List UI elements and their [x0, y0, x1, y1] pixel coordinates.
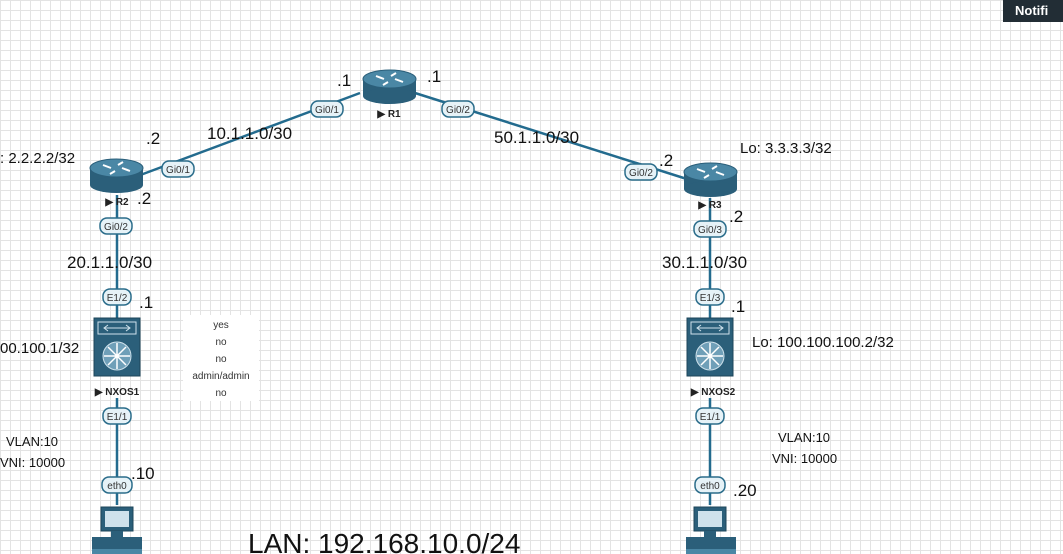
port-r1-right[interactable]: Gi0/2 [441, 100, 475, 118]
router-r1[interactable]: ▶ R1 [362, 69, 417, 120]
octet-r2-right: .2 [137, 189, 151, 208]
router-icon [683, 162, 738, 197]
loopback-r3: Lo: 3.3.3.3/32 [740, 140, 832, 157]
notifications-button[interactable]: Notifi [1003, 0, 1063, 22]
loopback-nxos1: 00.100.1/32 [0, 340, 79, 357]
vni-left: VNI: 10000 [0, 455, 65, 470]
subnet-r2-r1: 10.1.1.0/30 [207, 124, 292, 143]
links [115, 91, 712, 505]
svg-text:Gi0/1: Gi0/1 [166, 165, 190, 176]
svg-text:Gi0/1: Gi0/1 [315, 105, 339, 116]
note-line: no [215, 354, 227, 365]
svg-text:E1/1: E1/1 [107, 412, 128, 423]
pc-1[interactable] [92, 506, 142, 554]
vlan-right: VLAN:10 [778, 430, 830, 445]
octet-r3-down: .2 [729, 207, 743, 226]
octet-r3-left: .2 [659, 151, 673, 170]
svg-text:Gi0/2: Gi0/2 [629, 168, 653, 179]
router-r2-name: ▶ R2 [104, 197, 129, 208]
switch-nxos1-name: ▶ NXOS1 [94, 387, 140, 398]
computer-icon [92, 506, 142, 554]
subnet-r3-nxos2: 30.1.1.0/30 [662, 253, 747, 272]
pc-2[interactable] [686, 506, 736, 554]
switch-nxos2-name: ▶ NXOS2 [690, 387, 736, 398]
octet-pc1: .10 [131, 464, 155, 483]
loopback-r2: : 2.2.2.2/32 [0, 150, 75, 167]
octet-r2-top: .2 [146, 129, 160, 148]
port-pc2-up[interactable]: eth0 [694, 476, 726, 494]
svg-text:E1/2: E1/2 [107, 293, 128, 304]
lan-label: LAN: 192.168.10.0/24 [248, 528, 520, 554]
port-r2-down[interactable]: Gi0/2 [99, 217, 133, 235]
router-r3-name: ▶ R3 [697, 200, 722, 211]
port-nxos2-down[interactable]: E1/1 [695, 407, 725, 425]
octet-nxos2-up: .1 [731, 297, 745, 316]
svg-text:Gi0/2: Gi0/2 [446, 105, 470, 116]
note-line: no [215, 388, 227, 399]
svg-text:E1/1: E1/1 [700, 412, 721, 423]
vlan-left: VLAN:10 [6, 434, 58, 449]
switch-nxos2[interactable]: ▶ NXOS2 [686, 317, 736, 398]
port-nxos1-up[interactable]: E1/2 [102, 288, 132, 306]
router-icon [362, 69, 417, 104]
switch-nxos1[interactable]: ▶ NXOS1 [93, 317, 141, 398]
port-r3-left[interactable]: Gi0/2 [624, 163, 658, 181]
svg-text:Gi0/3: Gi0/3 [698, 225, 722, 236]
note-line: admin/admin [192, 371, 249, 382]
port-pc1-up[interactable]: eth0 [101, 476, 133, 494]
octet-r1-right: .1 [427, 67, 441, 86]
svg-text:Gi0/2: Gi0/2 [104, 222, 128, 233]
subnet-r2-nxos1: 20.1.1.0/30 [67, 253, 152, 272]
port-nxos2-up[interactable]: E1/3 [695, 288, 725, 306]
subnet-r1-r3: 50.1.1.0/30 [494, 128, 579, 147]
text-note[interactable]: yes no no admin/admin no [183, 315, 259, 401]
octet-r1-left: .1 [337, 71, 351, 90]
port-r1-left[interactable]: Gi0/1 [310, 100, 344, 118]
port-badges: Gi0/1 Gi0/2 Gi0/1 Gi0/2 Gi0/2 Gi0/3 E1/2 [99, 100, 727, 494]
note-line: yes [213, 320, 229, 331]
note-line: no [215, 337, 227, 348]
octet-nxos1-up: .1 [139, 293, 153, 312]
octet-pc2: .20 [733, 481, 757, 500]
svg-text:eth0: eth0 [700, 481, 720, 492]
port-r2-right[interactable]: Gi0/1 [161, 160, 195, 178]
router-r1-name: ▶ R1 [376, 109, 401, 120]
loopback-nxos2: Lo: 100.100.100.2/32 [752, 334, 894, 351]
router-r2[interactable]: ▶ R2 [89, 158, 144, 208]
nexus-switch-icon [686, 317, 734, 377]
port-r3-down[interactable]: Gi0/3 [693, 220, 727, 238]
router-r3[interactable]: ▶ R3 [683, 162, 738, 211]
svg-text:eth0: eth0 [107, 481, 127, 492]
nexus-switch-icon [93, 317, 141, 377]
vni-right: VNI: 10000 [772, 451, 837, 466]
computer-icon [686, 506, 736, 554]
svg-text:E1/3: E1/3 [700, 293, 721, 304]
port-nxos1-down[interactable]: E1/1 [102, 407, 132, 425]
router-icon [89, 158, 144, 193]
